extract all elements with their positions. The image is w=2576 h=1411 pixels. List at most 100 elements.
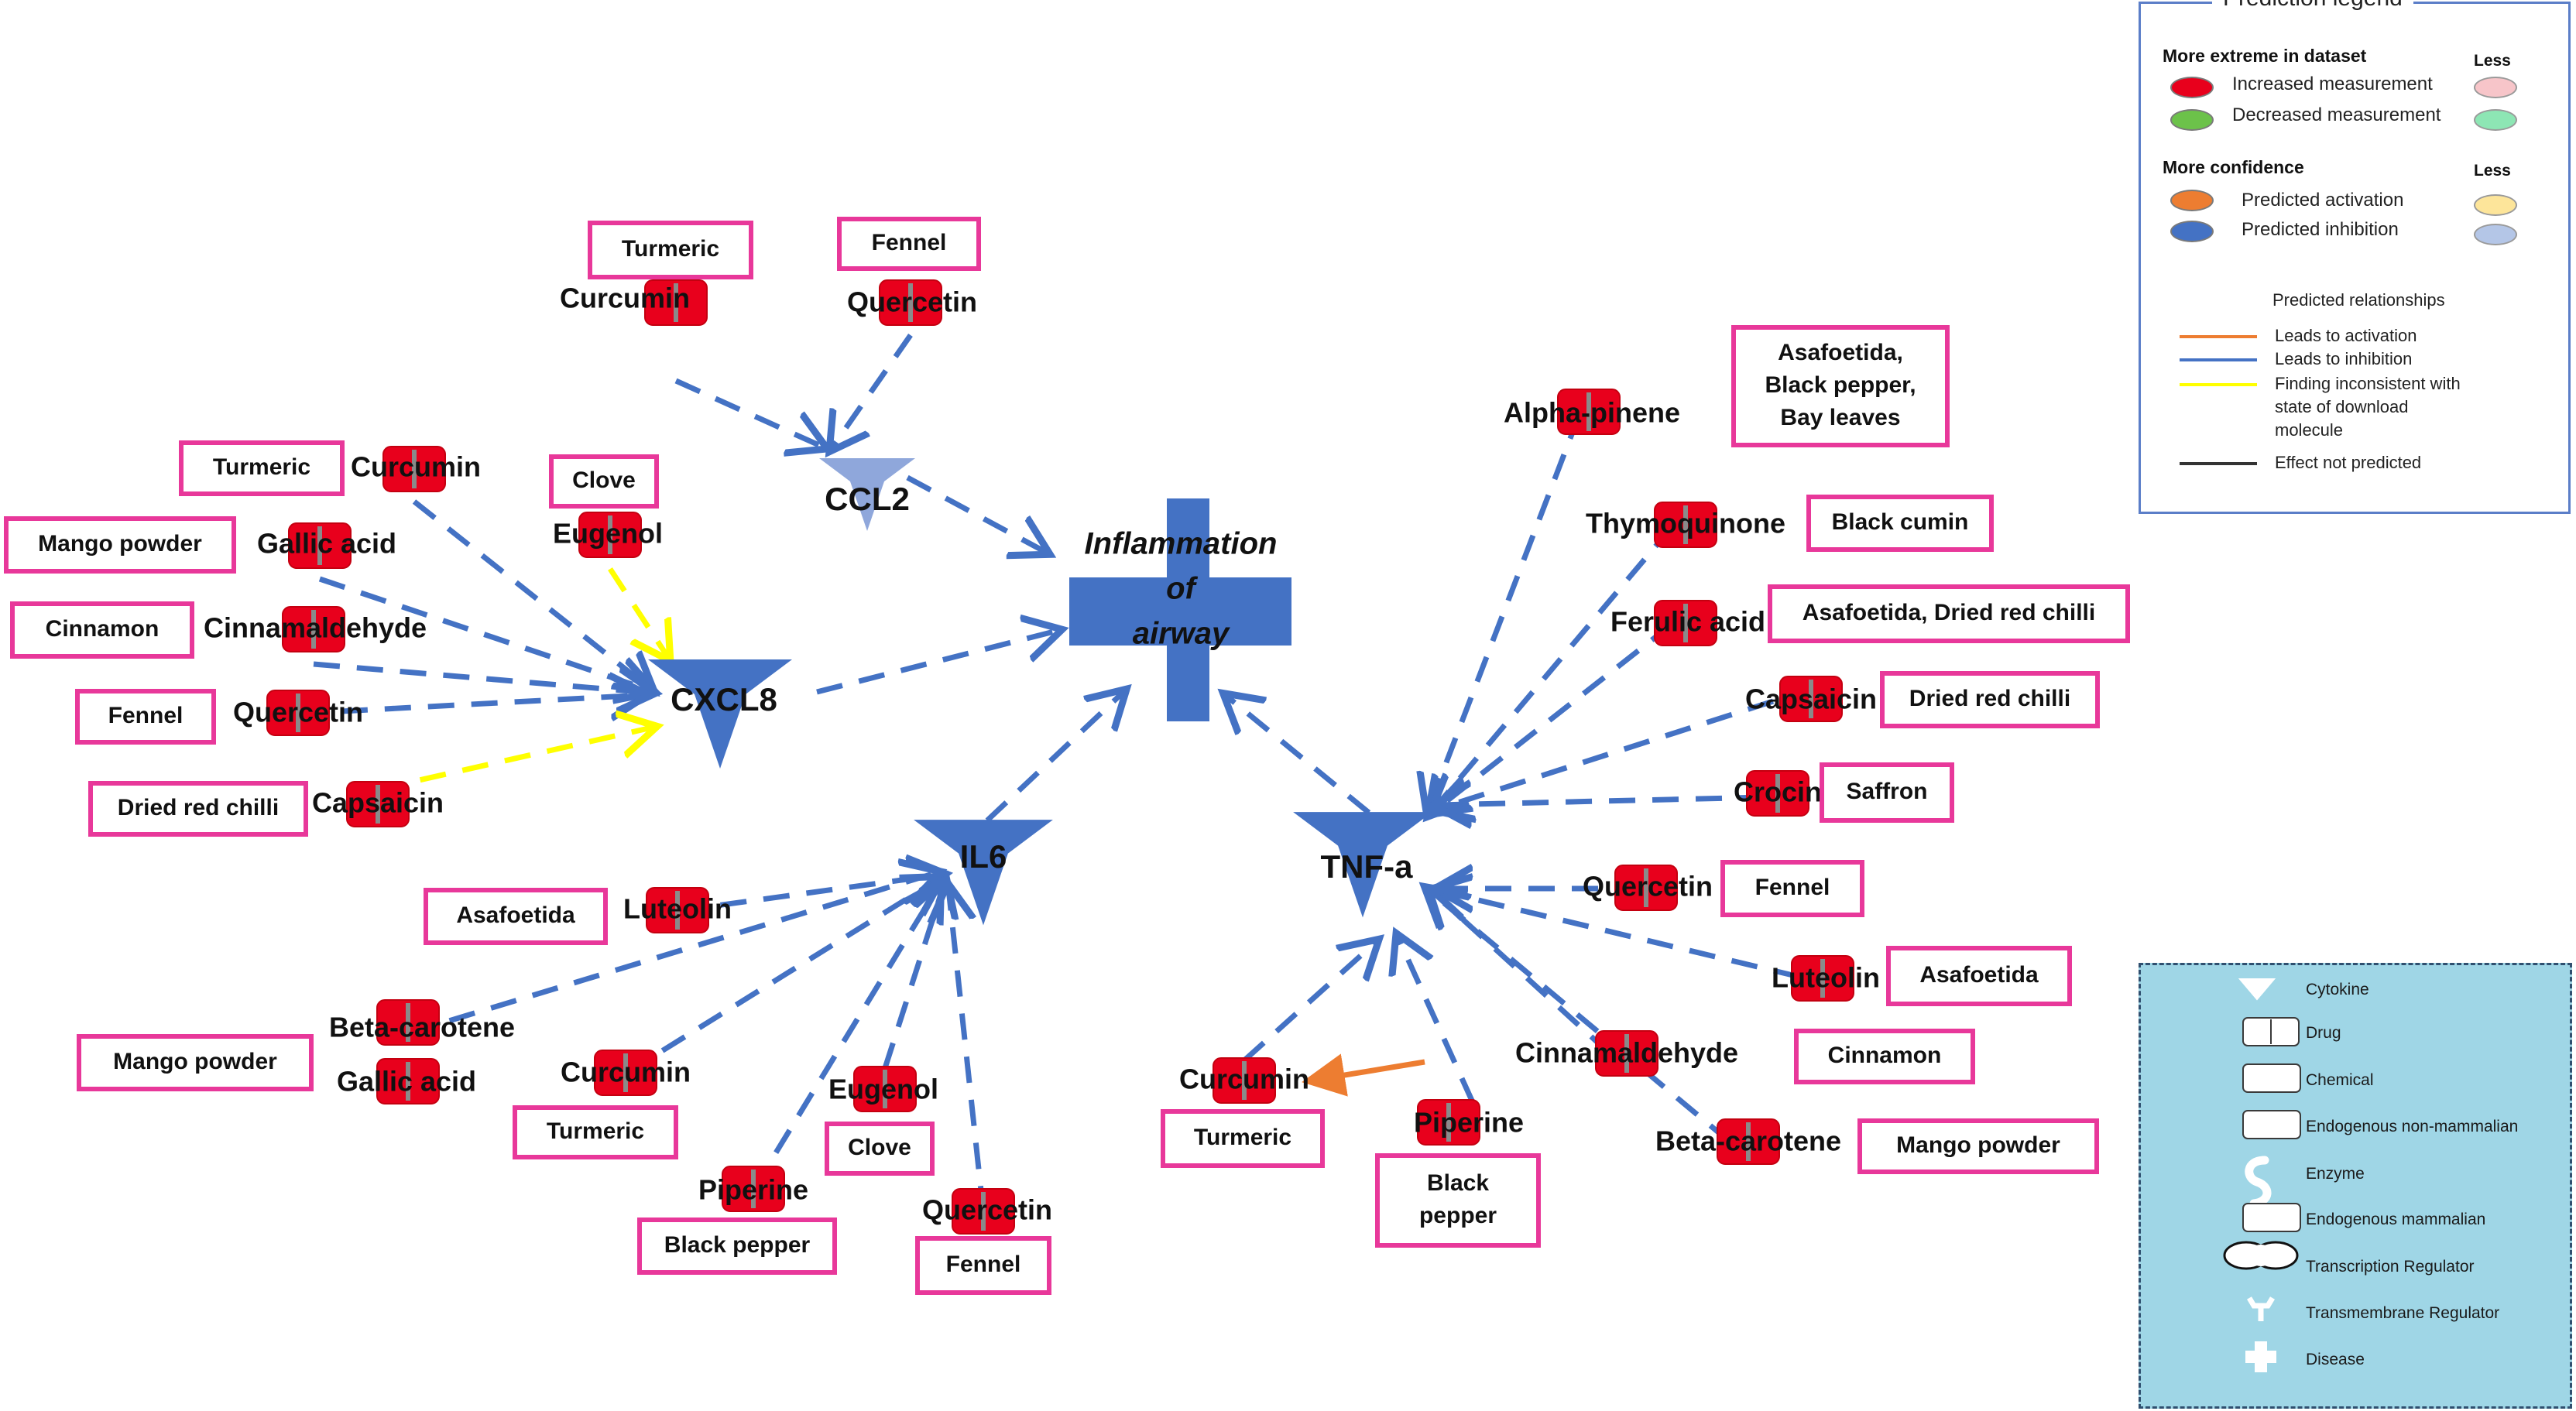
drug-divider <box>623 1053 628 1092</box>
cytokine-label-tnfa: TNF-a <box>1321 848 1414 885</box>
drug-divider <box>1820 959 1825 998</box>
decreased-measurement-swatch <box>2170 109 2214 131</box>
source-label: Black <box>1427 1170 1489 1196</box>
chemical-label: Quercetin <box>233 697 363 728</box>
relationship-edge <box>318 576 650 690</box>
source-box <box>1857 1118 2099 1174</box>
source-label: Turmeric <box>1194 1125 1291 1150</box>
legend-not-predicted: Effect not predicted <box>2275 453 2422 472</box>
drug-divider <box>1809 680 1813 718</box>
cytokine-node-cxcl8 <box>648 659 792 769</box>
legend-less-label-2: Less <box>2474 162 2511 180</box>
drug-divider <box>311 610 316 649</box>
chemical-label: Capsaicin <box>1745 683 1877 715</box>
enzyme-icon <box>2245 1156 2272 1208</box>
disease-label: Inflammation <box>1085 527 1278 561</box>
relationship-edge <box>832 333 913 447</box>
relationship-edge <box>377 728 652 793</box>
chemical-label: Capsaicin <box>312 787 444 819</box>
key-endogenous-mammalian: Endogenous mammalian <box>2306 1211 2486 1228</box>
relationship-edge <box>1398 938 1476 1104</box>
source-label: Mango powder <box>38 531 202 557</box>
increased-measurement-less-swatch <box>2474 77 2517 98</box>
source-label: Black cumin <box>1832 509 1969 535</box>
drug-divider <box>908 283 913 322</box>
drug-divider <box>1775 774 1780 813</box>
disease-icon <box>2245 1341 2276 1372</box>
relationship-edge <box>1227 697 1371 815</box>
source-box <box>588 221 753 279</box>
disease-label: of <box>1166 572 1198 606</box>
chemical-label: Eugenol <box>553 518 663 550</box>
transmembrane-regulator-icon <box>2246 1296 2276 1321</box>
drug-divider <box>317 526 322 565</box>
relationship-edge <box>674 378 822 447</box>
chemical-label: Gallic acid <box>337 1066 476 1098</box>
predicted-inhibition-swatch <box>2170 221 2214 242</box>
source-label: Asafoetida <box>1919 962 2039 988</box>
source-label: Fennel <box>946 1252 1021 1277</box>
shape-key-icons <box>2223 978 2301 1372</box>
key-cytokine: Cytokine <box>2306 981 2369 998</box>
source-box <box>10 601 194 659</box>
chemical-label: Quercetin <box>1583 871 1713 902</box>
endogenous-non-mammalian-icon <box>2242 1110 2301 1139</box>
decreased-measurement-less-swatch <box>2474 109 2517 131</box>
chemical-label: Curcumin <box>560 283 690 314</box>
drug-divider <box>1446 1103 1451 1142</box>
relationship-edge <box>816 631 1057 695</box>
source-label: Black pepper <box>664 1232 811 1258</box>
legend-inconsistent-2: state of download <box>2275 397 2409 416</box>
chemical-label: Piperine <box>1414 1107 1524 1139</box>
legend-activation: Predicted activation <box>2242 190 2404 211</box>
source-label: Black pepper, <box>1765 372 1916 398</box>
predicted-activation-swatch <box>2170 190 2214 211</box>
source-box <box>1375 1153 1541 1248</box>
source-label: Bay leaves <box>1780 405 1900 430</box>
relationship-edge <box>412 499 650 689</box>
disease-label: airway <box>1133 617 1230 651</box>
cytokine-icon <box>819 458 915 531</box>
legend-relationships-title: Predicted relationships <box>2272 290 2445 310</box>
shape-key: Cytokine Drug Chemical Endogenous non-ma… <box>2139 963 2572 1409</box>
chemical-label: Thymoquinone <box>1586 508 1785 539</box>
source-label: Dried red chilli <box>1909 686 2070 711</box>
drug-divider <box>674 283 678 322</box>
drug-divider <box>1586 392 1591 431</box>
source-label: pepper <box>1419 1203 1497 1228</box>
source-box <box>637 1218 837 1275</box>
drug-divider <box>1683 604 1688 642</box>
drug-divider <box>751 1170 756 1208</box>
activation-line-swatch <box>2180 335 2257 338</box>
drug-divider <box>675 891 680 930</box>
chemical-label: Luteolin <box>623 893 732 925</box>
chemical-label: Quercetin <box>847 286 977 318</box>
relationship-edge <box>1429 890 1733 1145</box>
drug-divider <box>1644 868 1648 907</box>
source-label: Turmeric <box>547 1118 644 1144</box>
not-predicted-line-swatch <box>2180 462 2257 465</box>
source-box <box>1768 584 2130 643</box>
source-label: Asafoetida, <box>1778 340 1903 365</box>
source-box <box>179 440 345 496</box>
legend-section-extreme: More extreme in dataset <box>2163 46 2367 66</box>
drug-divider <box>608 515 612 554</box>
cytokine-node-tnfa <box>1293 812 1432 918</box>
source-label: Cinnamon <box>1828 1043 1942 1068</box>
source-label: Asafoetida <box>456 902 575 928</box>
cytokine-icon <box>1293 812 1432 918</box>
source-label: Asafoetida, Dried red chilli <box>1803 600 2095 625</box>
drug-divider <box>412 450 417 488</box>
relationship-edge <box>297 695 643 714</box>
source-box <box>1731 325 1950 447</box>
source-label: Fennel <box>1755 875 1830 900</box>
cytokine-icon <box>914 820 1053 926</box>
drug-divider <box>296 694 300 732</box>
source-label: Fennel <box>872 230 947 255</box>
drug-divider <box>1746 1122 1751 1161</box>
relationship-edge <box>1302 1053 1425 1097</box>
source-label: Dried red chilli <box>118 795 279 820</box>
source-box <box>837 217 981 271</box>
source-box <box>1794 1029 1975 1084</box>
